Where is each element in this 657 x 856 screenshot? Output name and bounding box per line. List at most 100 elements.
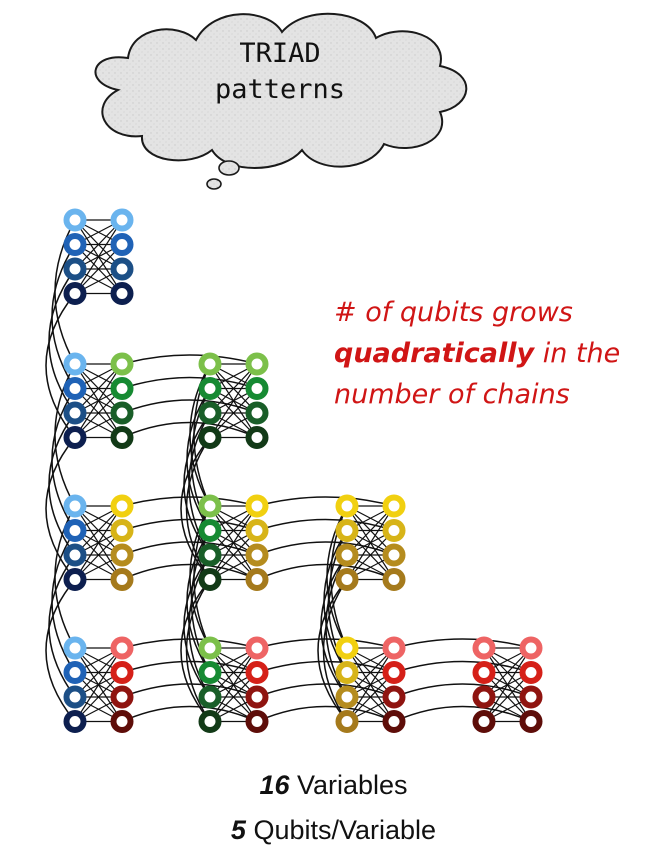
qubit-node — [335, 685, 359, 709]
qubit-node — [245, 426, 269, 449]
unit-cells — [63, 208, 543, 733]
vertical-chain-arc — [322, 579, 348, 722]
qubit-node — [63, 426, 87, 449]
qubit-node — [110, 568, 134, 591]
qubit-node — [198, 568, 222, 591]
triad-embedding-diagram — [45, 208, 543, 733]
vertical-chain-arc — [185, 437, 211, 580]
qubit-node — [63, 282, 87, 305]
qubit-node — [472, 710, 496, 733]
horizontal-chain-arc — [256, 563, 395, 581]
qubit-node — [198, 543, 222, 567]
intra-cell-coupler — [209, 647, 258, 722]
intra-cell-coupler — [346, 647, 395, 722]
qubit-node — [245, 543, 269, 567]
vertical-chain-arc — [180, 579, 211, 722]
unit-cell — [198, 636, 269, 733]
qubits-label: Qubits/Variable — [245, 815, 437, 845]
qubit-node — [335, 636, 359, 660]
qubit-node — [519, 661, 543, 684]
horizontal-chain-arc — [121, 518, 258, 532]
intra-cell-coupler — [209, 363, 258, 438]
qubits-caption: 5 Qubits/Variable — [0, 815, 657, 846]
qubit-node — [519, 710, 543, 733]
thought-cloud: TRIAD patterns — [0, 0, 657, 200]
horizontal-chain-arc — [121, 421, 258, 439]
unit-cell — [335, 636, 406, 733]
horizontal-chain-arc — [256, 660, 395, 674]
qubit-node — [63, 685, 87, 709]
unit-cell — [472, 636, 543, 733]
qubit-node — [198, 519, 222, 542]
qubit-node — [382, 685, 406, 709]
horizontal-chain-arc — [121, 683, 258, 698]
horizontal-chain-arc — [393, 683, 532, 698]
vertical-chain-arc — [317, 579, 348, 722]
scaling-note-line1: # of qubits grows — [334, 297, 573, 328]
qubit-node — [63, 377, 87, 400]
qubit-node — [110, 257, 134, 281]
qubit-node — [198, 685, 222, 709]
horizontal-chain-arc — [393, 660, 532, 674]
qubit-node — [110, 426, 134, 449]
horizontal-chain-arc — [393, 705, 532, 723]
qubit-node — [519, 636, 543, 660]
qubit-node — [472, 636, 496, 660]
scaling-note-line2: quadratically in the — [334, 333, 654, 374]
horizontal-chain-arc — [121, 399, 258, 414]
qubit-node — [110, 208, 134, 232]
horizontal-chain-arc — [121, 541, 258, 556]
qubit-node — [198, 377, 222, 400]
vertical-chain-arc — [180, 437, 211, 580]
horizontal-chain-arc — [121, 354, 258, 365]
horizontal-chain-arc — [256, 683, 395, 698]
qubit-node — [63, 519, 87, 542]
qubit-node — [110, 710, 134, 733]
intra-cell-coupler — [74, 505, 123, 580]
horizontal-chain-arc — [393, 638, 532, 649]
horizontal-chain-arc — [256, 638, 395, 649]
qubit-node — [110, 494, 134, 518]
qubit-node — [110, 636, 134, 660]
qubit-node — [245, 661, 269, 684]
variables-label: Variables — [289, 770, 408, 800]
horizontal-chain-arc — [256, 705, 395, 723]
qubit-node — [382, 636, 406, 660]
intra-cell-coupler — [209, 505, 258, 580]
vertical-chain-arc — [45, 293, 76, 438]
qubits-count: 5 — [230, 815, 246, 845]
qubit-node — [382, 519, 406, 542]
qubit-node — [63, 636, 87, 660]
vertical-chain-arc — [45, 579, 76, 722]
qubit-node — [110, 282, 134, 305]
horizontal-chain-arc — [121, 660, 258, 674]
unit-cell — [63, 352, 134, 449]
qubit-node — [63, 494, 87, 518]
qubit-node — [63, 257, 87, 281]
qubit-node — [382, 710, 406, 733]
qubit-node — [63, 352, 87, 376]
qubit-node — [110, 401, 134, 425]
qubit-node — [245, 377, 269, 400]
qubit-node — [472, 685, 496, 709]
intra-cell-coupler — [74, 647, 123, 722]
qubit-node — [245, 568, 269, 591]
variables-count: 16 — [259, 770, 290, 800]
qubit-node — [519, 685, 543, 709]
qubit-node — [382, 494, 406, 518]
qubit-node — [335, 661, 359, 684]
horizontal-chain-arc — [256, 541, 395, 556]
qubit-node — [245, 401, 269, 425]
qubit-node — [382, 661, 406, 684]
cloud-label-line1: TRIAD — [239, 38, 321, 69]
qubit-node — [63, 568, 87, 591]
qubit-node — [63, 710, 87, 733]
qubit-node — [63, 661, 87, 684]
qubit-node — [198, 352, 222, 376]
qubit-node — [110, 685, 134, 709]
horizontal-chain-arc — [121, 376, 258, 390]
cloud-label: TRIAD patterns — [190, 36, 370, 108]
horizontal-chain-arc — [256, 496, 395, 507]
qubit-node — [245, 710, 269, 733]
horizontal-chain-arc — [256, 518, 395, 532]
